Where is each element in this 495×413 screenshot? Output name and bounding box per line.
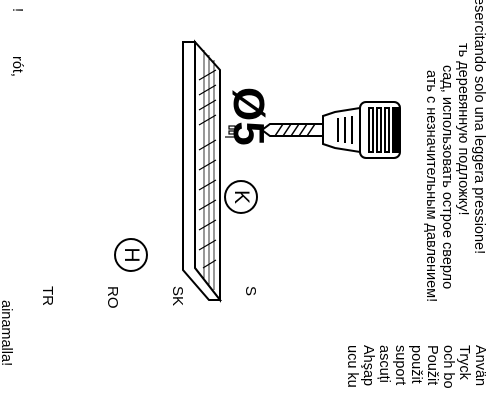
language-code-s: S <box>242 286 259 297</box>
right-line-9: ucu ku <box>344 345 360 388</box>
right-line-8: Ahşap <box>360 345 376 387</box>
right-line-4: Použit <box>424 345 440 386</box>
diameter-label: Ø5 <box>224 87 273 146</box>
wood-board-icon <box>182 39 223 303</box>
language-code-ro: RO <box>104 286 121 309</box>
section-marker-h: H <box>114 238 148 272</box>
section-marker-k: K <box>224 180 258 214</box>
right-line-1: Använ <box>472 345 488 387</box>
right-line-3: och bo <box>440 345 456 389</box>
drill-icon <box>260 101 401 159</box>
language-code-tr: TR <box>39 286 56 306</box>
right-line-7: ascuți <box>376 345 392 383</box>
right-line-6: suport <box>392 345 408 386</box>
right-line-2: Tryck <box>456 345 472 380</box>
language-code-sk: SK <box>169 286 186 307</box>
right-line-5: použit <box>408 345 424 384</box>
